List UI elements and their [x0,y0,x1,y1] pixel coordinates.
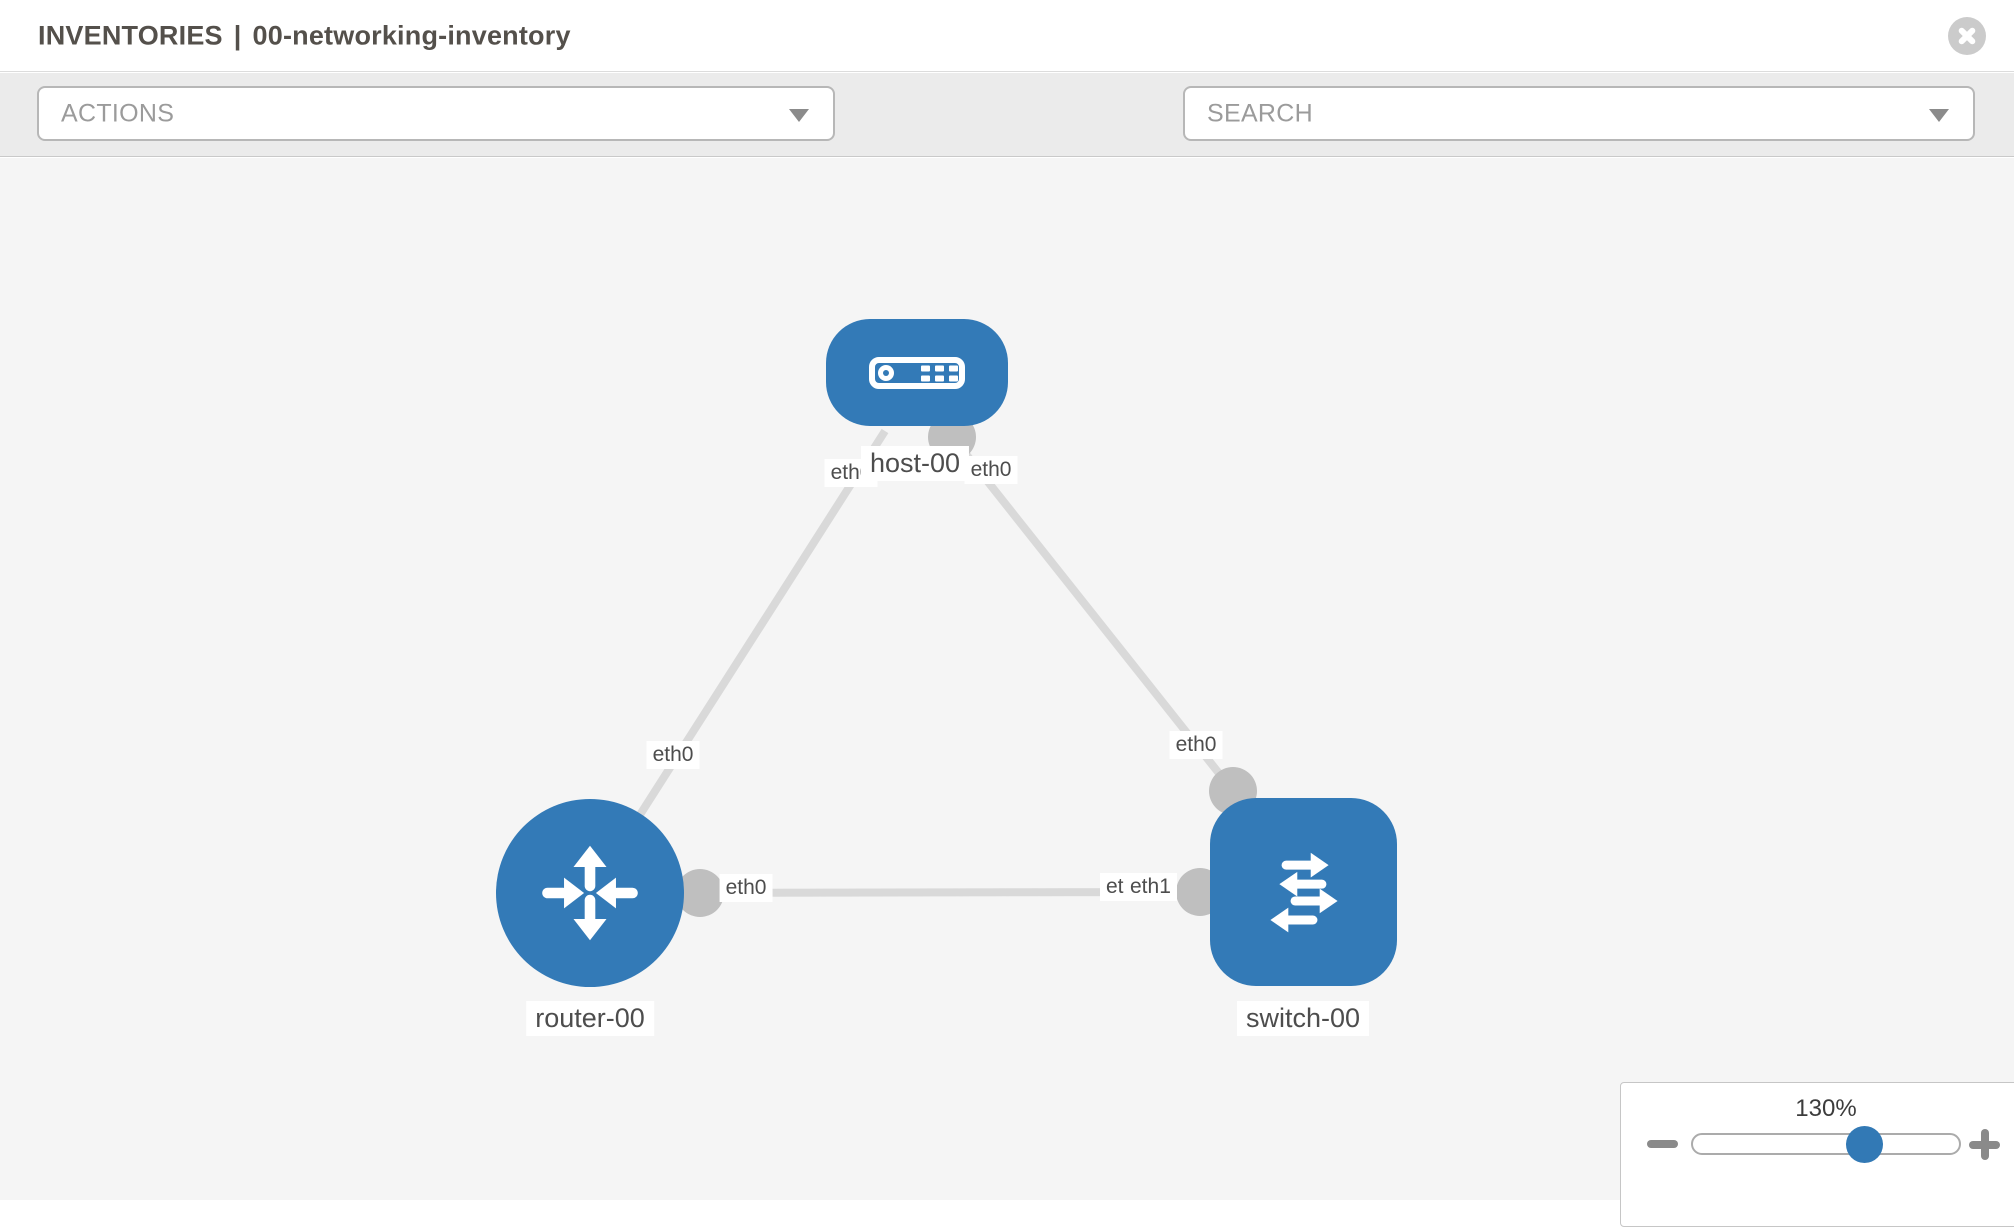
links-layer [586,413,1257,917]
toolbar: ACTIONS SEARCH [0,73,2014,206]
node-label-switch: switch-00 [1236,1001,1370,1036]
interface-label: eth0 [964,456,1018,484]
interface-label: eth1 [1124,873,1177,901]
title-bar: INVENTORIES | 00-networking-inventory [0,0,2014,72]
zoom-panel: 130% [1620,1082,2014,1227]
zoom-in-button[interactable] [1969,1129,2000,1160]
actions-dropdown-label: ACTIONS [61,99,175,127]
topology-canvas[interactable]: eth0 eth0 eth0 eth0 eth0 eth0 eth1 host-… [0,158,2014,1200]
switch-icon [1269,852,1338,933]
close-icon [1948,17,1986,55]
interface-label: eth0 [646,741,700,769]
interface-label: eth0 [1169,731,1223,759]
node-switch-00[interactable] [1210,798,1397,986]
chevron-down-icon [789,108,809,122]
interface-label: eth0 [719,874,773,902]
actions-dropdown[interactable]: ACTIONS [37,86,835,141]
node-host-00[interactable] [826,319,1008,426]
node-label-host: host-00 [860,446,970,481]
breadcrumb-inventories[interactable]: INVENTORIES [38,20,223,50]
close-button[interactable] [1948,17,1986,55]
zoom-slider-handle[interactable] [1846,1126,1883,1163]
zoom-out-button[interactable] [1647,1140,1678,1148]
zoom-level: 130% [1795,1095,1857,1122]
node-router-00[interactable] [496,799,684,987]
search-dropdown[interactable]: SEARCH [1183,86,1975,141]
host-icon [869,356,965,389]
zoom-slider-track[interactable] [1691,1133,1961,1155]
inventory-name: 00-networking-inventory [252,20,571,50]
search-placeholder: SEARCH [1207,99,1313,127]
page-title: INVENTORIES | 00-networking-inventory [38,20,571,51]
node-label-router: router-00 [526,1001,654,1036]
chevron-down-icon [1929,108,1949,122]
router-icon [542,845,638,941]
interface-endpoint-dot[interactable] [676,869,724,917]
title-separator: | [233,20,242,50]
